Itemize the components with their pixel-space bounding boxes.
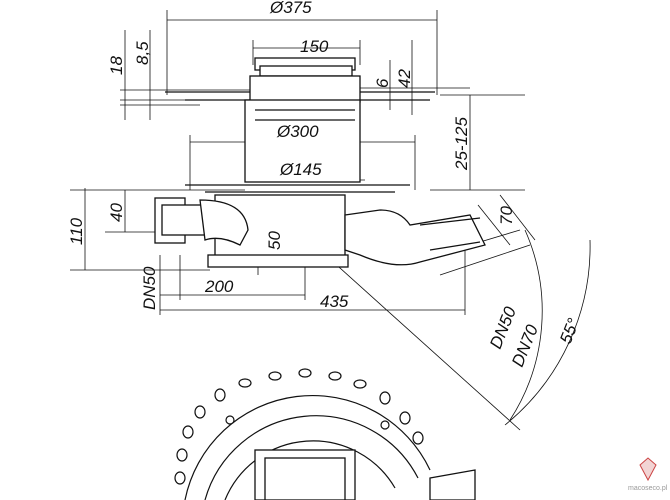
dim-dn70: DN70 <box>508 322 542 370</box>
dim-70: 70 <box>497 206 516 225</box>
watermark-text: macoseco.pl <box>628 485 668 492</box>
dim-6: 6 <box>373 78 392 88</box>
dim-110: 110 <box>67 217 86 245</box>
dim-200: 200 <box>204 277 234 296</box>
drain-section <box>154 57 486 268</box>
dim-angle: 55° <box>556 315 583 346</box>
dim-145: Ø145 <box>279 160 322 179</box>
dim-8-5: 8,5 <box>133 41 152 65</box>
dim-42: 42 <box>395 69 414 88</box>
dim-dn50-left: DN50 <box>140 266 159 310</box>
dim-375: Ø375 <box>269 0 312 17</box>
dim-40: 40 <box>107 203 126 222</box>
dim-300: Ø300 <box>276 122 319 141</box>
dim-435: 435 <box>320 292 349 311</box>
drain-plan-view <box>174 368 476 500</box>
dim-150: 150 <box>300 37 329 56</box>
watermark-logo <box>639 457 657 482</box>
dimension-labels: Ø375 150 18 8,5 6 42 25-125 Ø300 Ø145 40… <box>67 0 583 369</box>
dim-18: 18 <box>107 56 126 75</box>
dim-50: 50 <box>265 231 284 250</box>
dim-25-125: 25-125 <box>452 117 471 171</box>
